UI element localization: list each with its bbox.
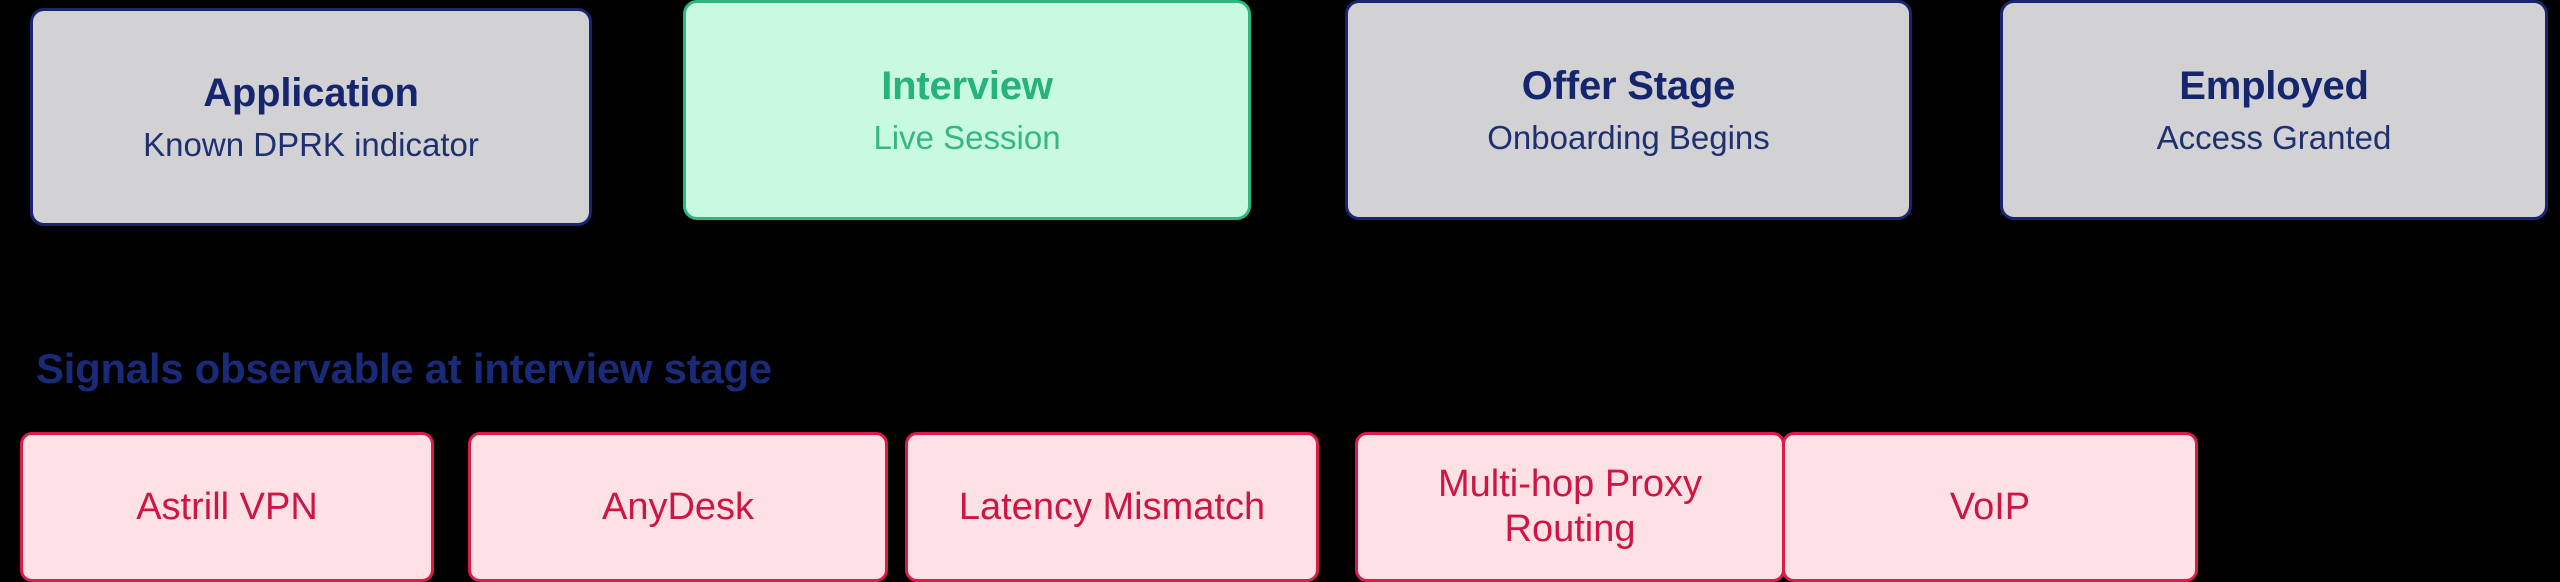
signal-chip-row: Astrill VPN AnyDesk Latency Mismatch Mul…	[0, 432, 2560, 582]
stage-card-employed[interactable]: Employed Access Granted	[2000, 0, 2548, 220]
signal-chip-label: Latency Mismatch	[958, 485, 1266, 528]
signal-chip-latency-mismatch[interactable]: Latency Mismatch	[905, 432, 1319, 582]
stage-subtitle: Access Granted	[2156, 118, 2392, 156]
pipeline-stage-row: Application Known DPRK indicator Intervi…	[0, 0, 2560, 240]
signal-chip-astrill-vpn[interactable]: Astrill VPN	[20, 432, 434, 582]
signals-section-heading: Signals observable at interview stage	[36, 345, 772, 392]
signal-chip-label: Astrill VPN	[136, 485, 318, 528]
stage-card-offer-stage[interactable]: Offer Stage Onboarding Begins	[1345, 0, 1912, 220]
stage-title: Interview	[881, 63, 1053, 108]
stage-title: Application	[203, 70, 419, 115]
signal-chip-anydesk[interactable]: AnyDesk	[468, 432, 888, 582]
signal-chip-multi-hop-proxy-routing[interactable]: Multi-hop Proxy Routing	[1355, 432, 1785, 582]
stage-title: Offer Stage	[1521, 63, 1736, 108]
stage-title: Employed	[2179, 63, 2369, 108]
signal-chip-label: AnyDesk	[601, 485, 755, 528]
stage-card-application[interactable]: Application Known DPRK indicator	[30, 8, 592, 226]
stage-subtitle: Known DPRK indicator	[143, 125, 479, 163]
stage-subtitle: Live Session	[873, 118, 1061, 156]
signal-chip-voip[interactable]: VoIP	[1782, 432, 2198, 582]
signal-chip-label: Multi-hop Proxy Routing	[1438, 463, 1702, 550]
signal-chip-label: VoIP	[1949, 485, 2031, 528]
stage-card-interview[interactable]: Interview Live Session	[683, 0, 1251, 220]
stage-subtitle: Onboarding Begins	[1487, 118, 1770, 156]
